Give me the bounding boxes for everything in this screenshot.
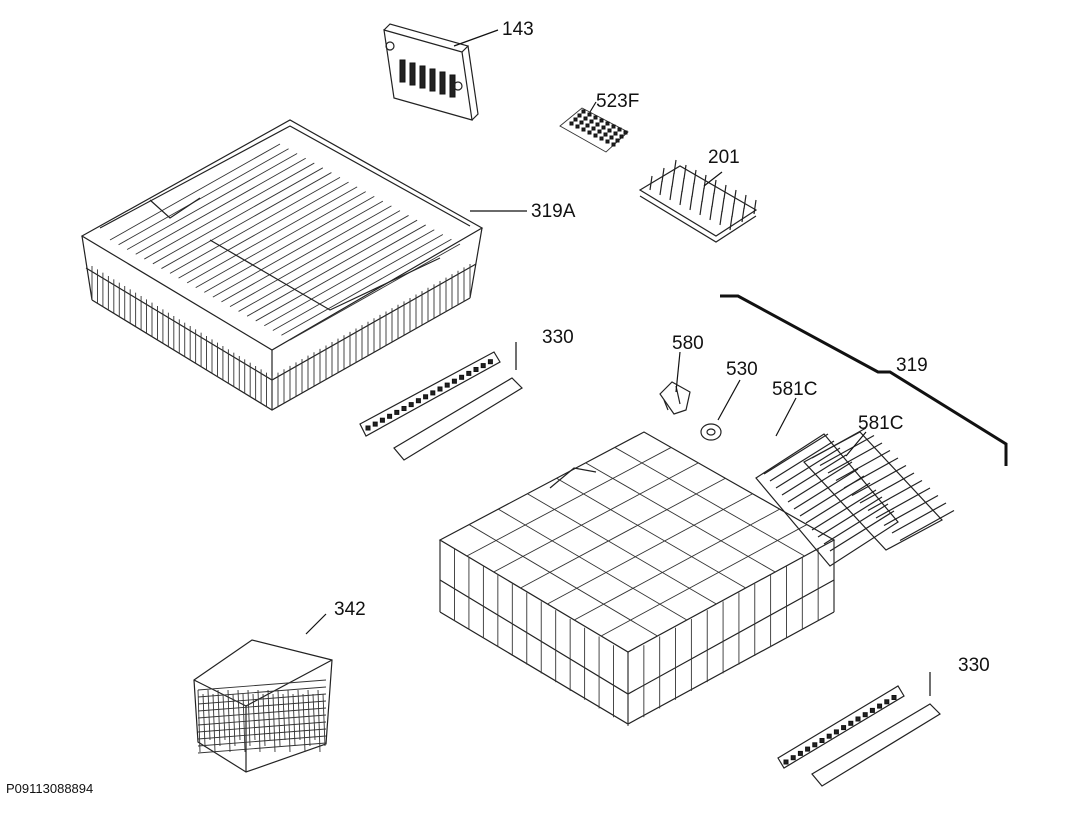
label-part-330-lower: 330 <box>958 655 990 676</box>
part-523f-clip <box>559 107 629 153</box>
label-part-580: 580 <box>672 333 704 354</box>
label-part-319: 319 <box>896 355 928 376</box>
part-201-cup-rack <box>638 159 758 243</box>
part-581c-tine-rack-left <box>755 433 899 567</box>
label-part-342: 342 <box>334 599 366 620</box>
part-342-cutlery-basket <box>193 639 333 773</box>
lower-basket <box>438 431 836 726</box>
label-part-330-upper: 330 <box>542 327 574 348</box>
leader-lines <box>305 29 931 696</box>
part-143-bracket <box>383 23 479 121</box>
label-part-581c-left: 581C <box>772 379 818 400</box>
part-580-clip <box>659 381 691 415</box>
part-319-bracket-line <box>720 294 1008 466</box>
part-581c-tine-rack-right <box>803 427 955 551</box>
label-part-523f: 523F <box>596 91 640 112</box>
label-part-530: 530 <box>726 359 758 380</box>
label-part-581c-right: 581C <box>858 413 904 434</box>
label-part-201: 201 <box>708 147 740 168</box>
diagram-id: P09113088894 <box>6 781 94 796</box>
label-part-143: 143 <box>502 19 534 40</box>
part-330-upper-rail <box>359 351 523 461</box>
label-part-319a: 319A <box>531 201 576 222</box>
part-319a-upper-basket <box>80 119 484 411</box>
part-330-lower-rail <box>777 685 941 787</box>
part-530-wheel <box>700 423 722 441</box>
